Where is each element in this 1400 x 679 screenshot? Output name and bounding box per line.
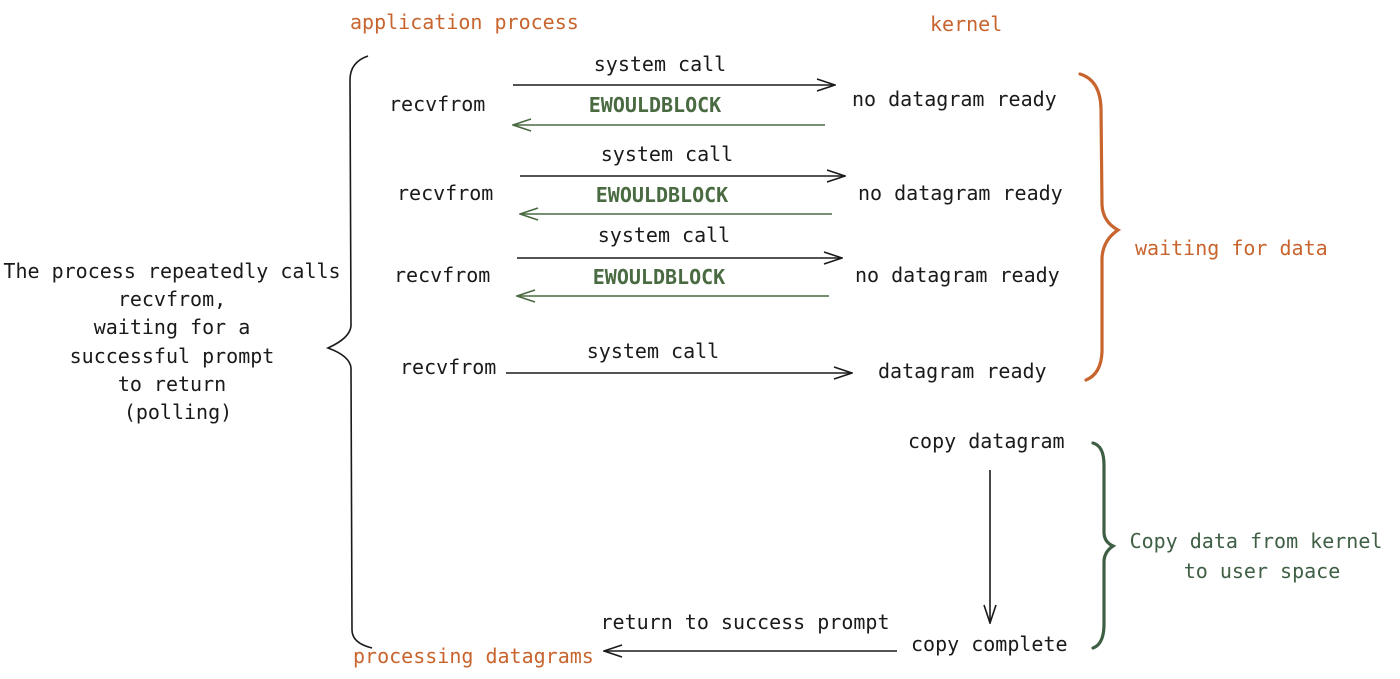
copy-complete-label: copy complete <box>911 632 1068 656</box>
left-note-line-5: to return <box>118 372 226 396</box>
copy-phase-line-1: Copy data from kernel <box>1130 529 1383 553</box>
ewouldblock-label-1: EWOULDBLOCK <box>589 93 721 117</box>
recvfrom-label-3: recvfrom <box>394 263 490 287</box>
recvfrom-label-4: recvfrom <box>400 355 496 379</box>
kernel-status-1: no datagram ready <box>852 87 1057 111</box>
left-note-line-1: The process repeatedly calls <box>3 259 340 283</box>
processing-datagrams-label: processing datagrams <box>353 644 594 668</box>
waiting-for-data-label: waiting for data <box>1135 236 1328 260</box>
system-call-label-3: system call <box>598 223 730 247</box>
left-note-line-2: recvfrom, <box>118 287 226 311</box>
left-note-line-4: successful prompt <box>70 344 275 368</box>
copy-datagram-label: copy datagram <box>908 429 1065 453</box>
return-label: return to success prompt <box>601 610 890 634</box>
left-note-line-6: (polling) <box>124 400 232 424</box>
left-brace <box>325 55 373 649</box>
system-call-label-4: system call <box>587 339 719 363</box>
kernel-status-2: no datagram ready <box>858 181 1063 205</box>
header-application-process: application process <box>350 10 579 34</box>
waiting-brace <box>1078 72 1122 382</box>
copy-brace <box>1091 441 1117 650</box>
recvfrom-label-1: recvfrom <box>389 92 485 116</box>
kernel-status-3: no datagram ready <box>855 263 1060 287</box>
copy-phase-line-2: to user space <box>1184 559 1341 583</box>
recvfrom-label-2: recvfrom <box>397 181 493 205</box>
header-kernel: kernel <box>930 12 1002 36</box>
left-note-line-3: waiting for a <box>94 315 251 339</box>
kernel-status-4: datagram ready <box>878 359 1047 383</box>
system-call-label-2: system call <box>601 142 733 166</box>
ewouldblock-label-3: EWOULDBLOCK <box>593 265 725 289</box>
ewouldblock-label-2: EWOULDBLOCK <box>596 183 728 207</box>
system-call-label-1: system call <box>594 52 726 76</box>
